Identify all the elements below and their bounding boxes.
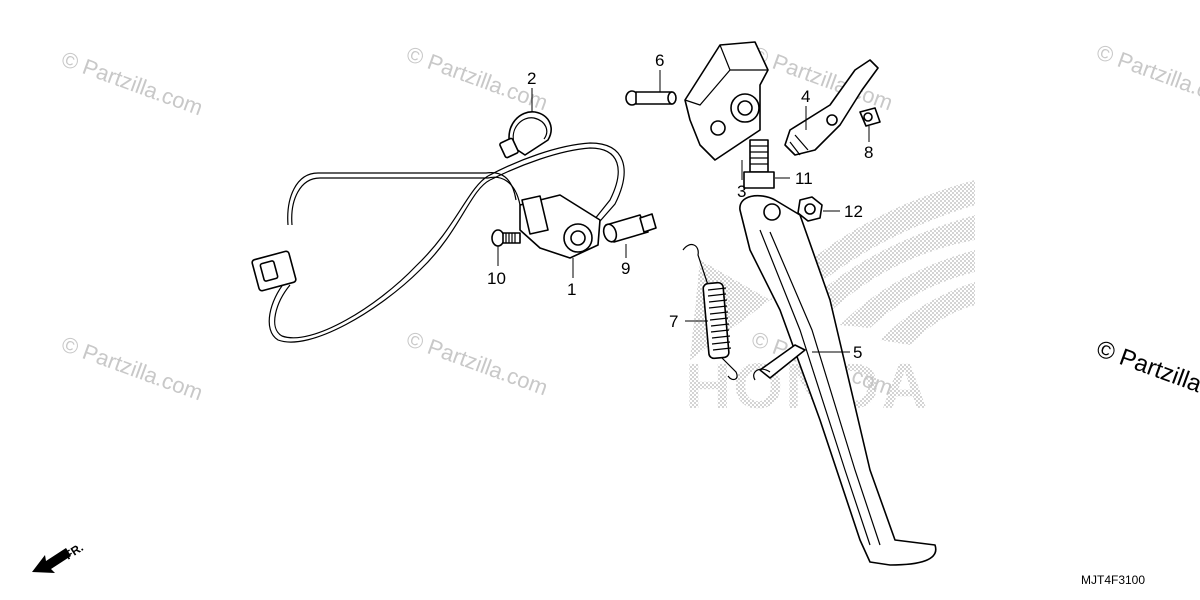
- watermark-text-edge: © Partzilla: [1093, 335, 1200, 398]
- link-plate: [784, 59, 879, 156]
- bolt-11: [743, 139, 775, 189]
- callout-10: 10: [487, 269, 506, 288]
- arrow-icon: [32, 548, 71, 573]
- callout-12: 12: [844, 202, 863, 221]
- watermark-text: © Partzilla.com: [58, 46, 206, 120]
- watermark-text: © Partzilla.com: [58, 331, 206, 405]
- callout-6: 6: [655, 51, 664, 70]
- watermark-text: © Partzilla.com: [748, 41, 896, 115]
- return-spring: [682, 243, 738, 381]
- side-stand-bracket: [684, 41, 769, 161]
- bolt-6: [625, 90, 677, 106]
- callout-11: 11: [795, 169, 813, 188]
- callouts: 1 2 3 4 5 6 7 8 9 10 11 12: [487, 51, 873, 362]
- side-stand: [739, 194, 937, 566]
- callout-9: 9: [621, 259, 630, 278]
- bolt-8: [859, 107, 881, 127]
- watermark-text: © Partzilla.com: [403, 326, 551, 400]
- callout-4: 4: [801, 87, 810, 106]
- front-direction-arrow: FR.: [32, 540, 86, 573]
- side-stand-switch-harness: [251, 142, 625, 343]
- callout-7: 7: [669, 312, 678, 331]
- callout-1: 1: [567, 280, 576, 299]
- callout-8: 8: [864, 143, 873, 162]
- callout-2: 2: [527, 69, 536, 88]
- pin-9: [602, 213, 657, 243]
- callout-5: 5: [853, 343, 862, 362]
- clamp-band: [499, 111, 552, 159]
- leader-lines: [497, 70, 870, 353]
- bolt-10: [491, 229, 521, 247]
- diagram-code: MJT4F3100: [1081, 573, 1145, 587]
- watermark-text: © Partzilla.com: [1093, 39, 1200, 113]
- callout-3: 3: [737, 182, 746, 201]
